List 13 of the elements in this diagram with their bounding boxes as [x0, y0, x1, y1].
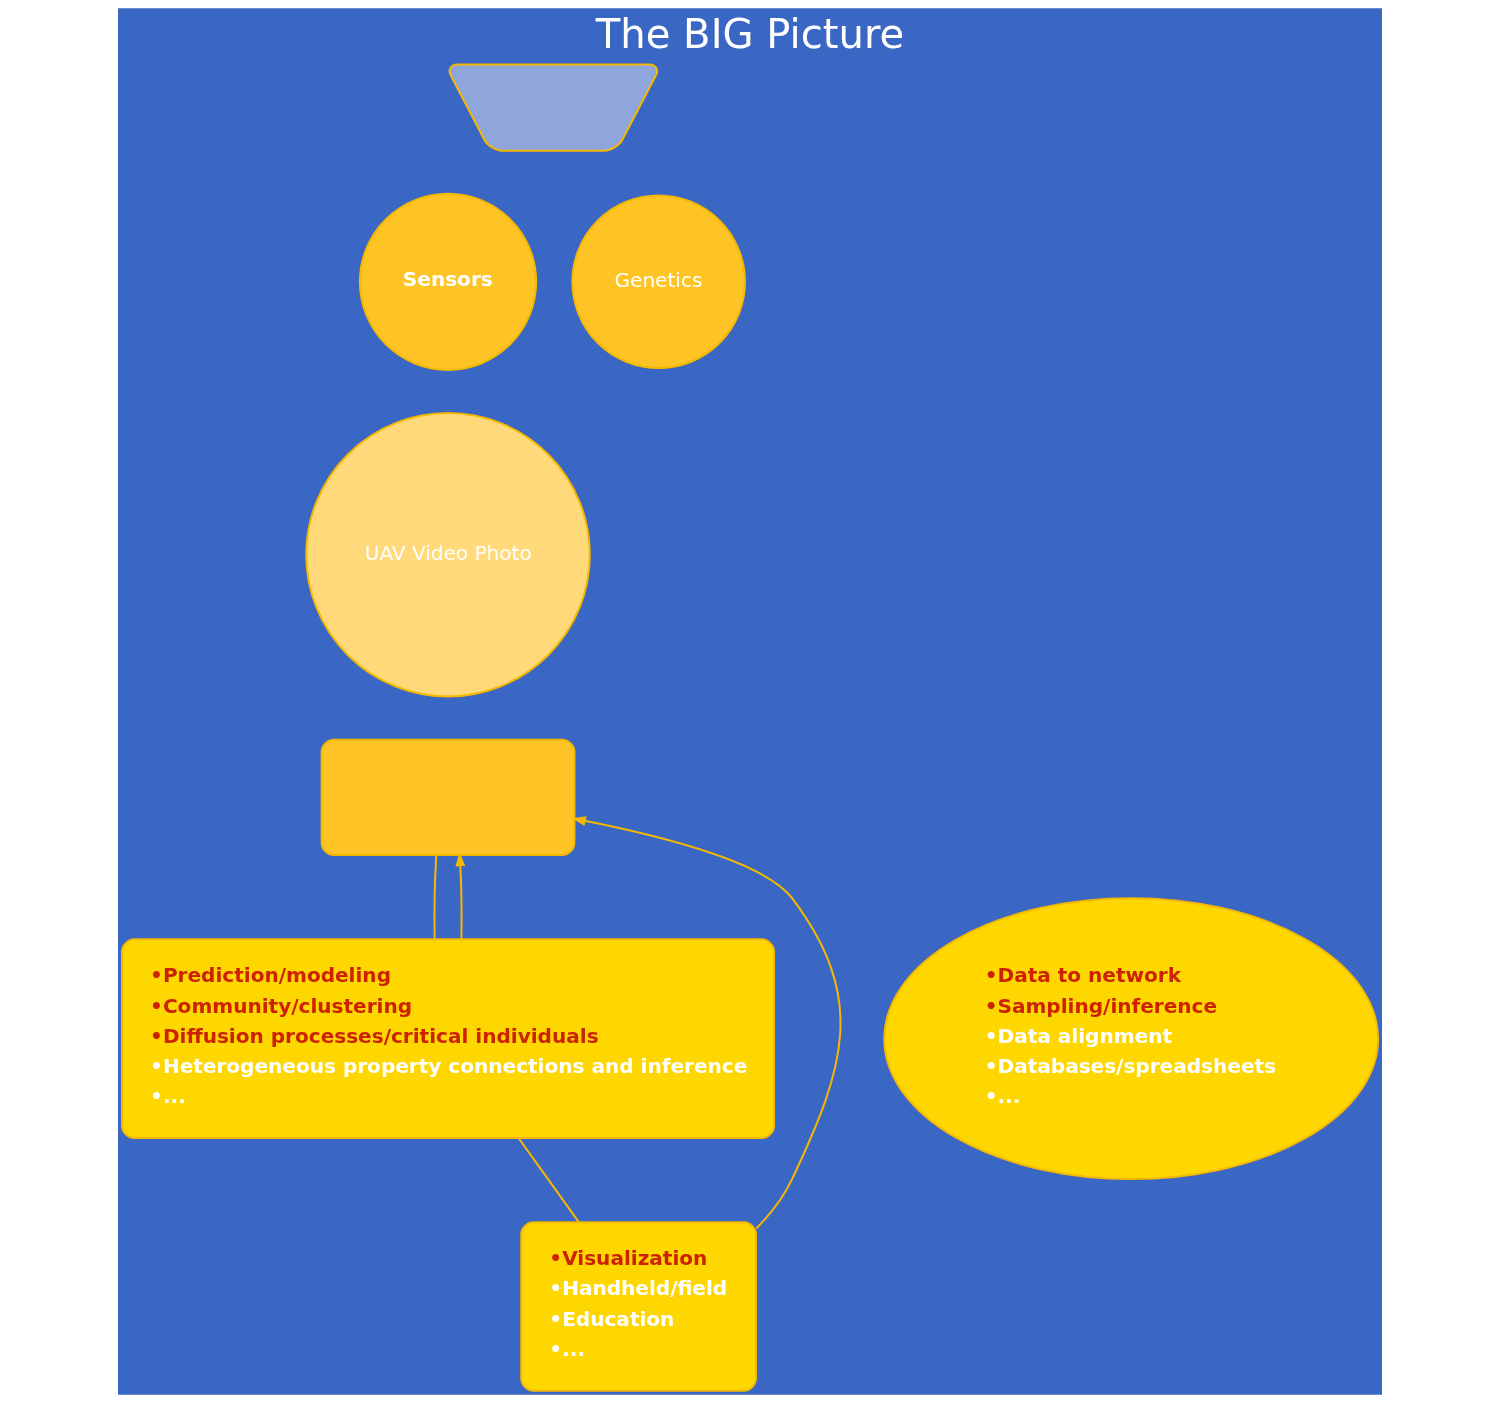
node-box: •Visualization •Handheld/field •Education •...: [519, 1221, 757, 1392]
node-box: [320, 738, 575, 857]
node-funnel: [448, 63, 658, 152]
node-ellipse: •Data to network •Sampling/inference •Data alignment •Databases/spreadsheets •...: [882, 897, 1379, 1181]
node-circle: Genetics: [570, 194, 746, 370]
node-circle: UAV Video Photo: [304, 411, 591, 698]
diagram-title: The BIG Picture: [595, 11, 904, 58]
connector: [433, 855, 437, 940]
node-box: •Prediction/modeling •Community/clustering •Diffusion processes/critical individuals •Heterogeneous property connections and inference •...: [120, 938, 775, 1139]
connector: [517, 1137, 579, 1223]
arrow: [571, 816, 841, 1230]
arrow: [454, 852, 465, 940]
node-circle: Sensors: [358, 192, 537, 371]
